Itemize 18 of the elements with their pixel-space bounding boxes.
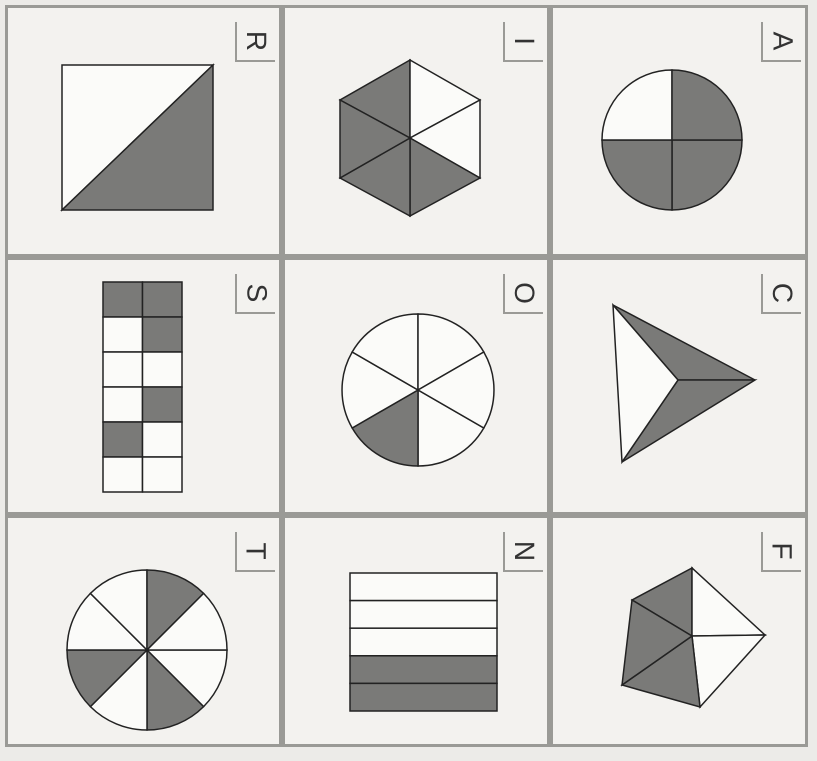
grid-cell	[282, 257, 550, 515]
letter-label: F	[766, 542, 798, 560]
letter-label: A	[766, 32, 798, 50]
letter-label: O	[508, 282, 540, 304]
grid-cell	[282, 5, 550, 257]
grid-cell	[5, 5, 282, 257]
grid-cell	[550, 5, 808, 257]
letter-label: I	[508, 37, 540, 45]
letter-label: S	[240, 284, 272, 302]
letter-label: T	[240, 542, 272, 560]
letter-label: R	[240, 30, 272, 52]
letter-label: C	[766, 282, 798, 304]
grid-cell	[5, 257, 282, 515]
grid-cell	[5, 515, 282, 747]
grid-cell	[550, 257, 808, 515]
grid-cell	[282, 515, 550, 747]
letter-label: N	[508, 540, 540, 562]
grid-cell	[550, 515, 808, 747]
